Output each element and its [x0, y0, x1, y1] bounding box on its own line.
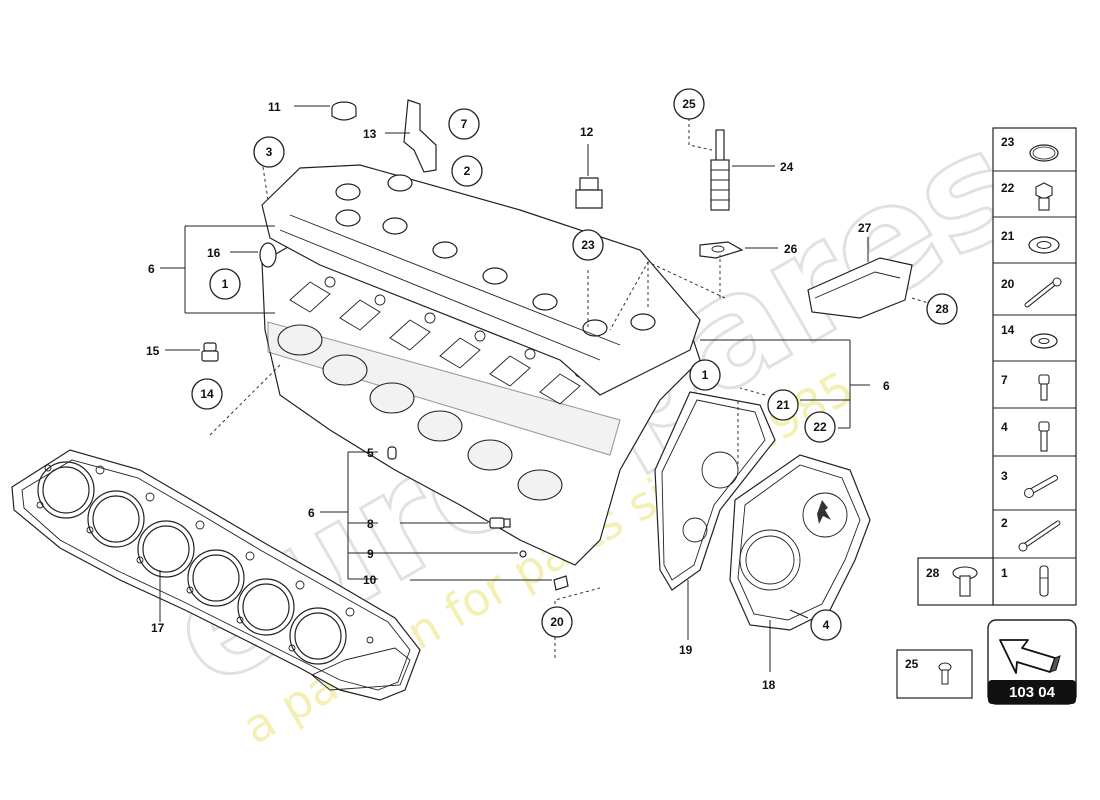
callout-1-left: 1: [209, 268, 241, 300]
flange-bolt-icon: [952, 566, 978, 597]
screw-plug: [575, 177, 603, 209]
legend-panel: 23 22 21 20 14 7 4 3 2 28 1: [917, 127, 1077, 606]
svg-text:14: 14: [200, 387, 214, 401]
label-16: 16: [207, 246, 221, 260]
washer-icon: [1028, 236, 1060, 254]
long-bolt-icon: [1024, 277, 1062, 308]
head-gasket: [11, 449, 421, 701]
bolt-8: [489, 517, 511, 529]
legend-label-14: 14: [1001, 323, 1015, 337]
plug-icon: [1035, 182, 1053, 211]
angled-bolt-icon: [1024, 475, 1058, 498]
legend-label-4: 4: [1001, 420, 1008, 434]
plug-10: [553, 575, 569, 591]
legend-label-2: 2: [1001, 516, 1008, 530]
label-13: 13: [363, 127, 377, 141]
callout-4: 4: [810, 609, 842, 641]
svg-text:3: 3: [266, 145, 273, 159]
svg-text:20: 20: [550, 615, 564, 629]
legend-label-22: 22: [1001, 181, 1015, 195]
label-15: 15: [146, 344, 160, 358]
label-12: 12: [580, 125, 594, 139]
legend-label-3: 3: [1001, 469, 1008, 483]
dowel-sleeve: [387, 446, 397, 460]
svg-text:25: 25: [682, 97, 696, 111]
svg-text:1: 1: [702, 368, 709, 382]
legend-label-1: 1: [1001, 566, 1008, 580]
svg-text:21: 21: [776, 398, 790, 412]
washer-small-icon: [1030, 333, 1058, 349]
short-screw-icon: [1038, 374, 1050, 401]
callout-21: 21: [767, 389, 799, 421]
callout-2: 2: [451, 155, 483, 187]
legend-extra-25: 25: [896, 649, 973, 699]
arrow-icon: [999, 639, 1061, 674]
legend-label-21: 21: [1001, 229, 1015, 243]
small-plug: [201, 342, 219, 362]
legend-label-23: 23: [1001, 135, 1015, 149]
page-reference: 103 04: [987, 619, 1077, 705]
camshaft-sensor: [710, 129, 730, 211]
callout-22: 22: [804, 411, 836, 443]
page-reference-label: 103 04: [1009, 684, 1056, 701]
callout-25: 25: [673, 88, 705, 120]
legend-label-28: 28: [926, 566, 940, 580]
small-screw-icon: [938, 662, 952, 685]
svg-text:28: 28: [935, 302, 949, 316]
label-8: 8: [367, 517, 374, 531]
svg-text:1: 1: [222, 277, 229, 291]
oil-cap: [331, 101, 357, 121]
label-10: 10: [363, 573, 377, 587]
svg-text:2: 2: [464, 164, 471, 178]
dowel-pin-icon: [1039, 565, 1049, 597]
label-18: 18: [762, 678, 776, 692]
timing-cover-inner: [654, 391, 776, 591]
leader-lines: [159, 105, 870, 672]
label-19: 19: [679, 643, 693, 657]
bracket: [403, 99, 437, 173]
label-27: 27: [858, 221, 872, 235]
svg-text:4: 4: [823, 618, 830, 632]
seal-ring: [259, 242, 277, 268]
label-6-top: 6: [148, 262, 155, 276]
part-labels: 11 13 12 24 16 6 26 27 15 6 5 6 8 9 10 1…: [146, 100, 890, 692]
svg-text:7: 7: [461, 117, 468, 131]
label-24: 24: [780, 160, 794, 174]
callout-1-right: 1: [689, 359, 721, 391]
svg-text:22: 22: [813, 420, 827, 434]
svg-text:23: 23: [581, 238, 595, 252]
stud-bolt-icon: [1018, 520, 1061, 552]
legend-label-20: 20: [1001, 277, 1015, 291]
label-26: 26: [784, 242, 798, 256]
label-5: 5: [367, 446, 374, 460]
label-6-right: 6: [883, 379, 890, 393]
callout-20: 20: [541, 606, 573, 638]
o-ring-icon: [1029, 144, 1059, 162]
callout-14: 14: [191, 378, 223, 410]
callout-28: 28: [926, 293, 958, 325]
label-11: 11: [268, 100, 281, 114]
label-6-mid: 6: [308, 506, 315, 520]
ball-9: [519, 550, 527, 558]
callout-7: 7: [448, 108, 480, 140]
label-9: 9: [367, 547, 374, 561]
heat-shield: [807, 257, 913, 319]
legend-label-7: 7: [1001, 373, 1008, 387]
callout-3: 3: [253, 136, 285, 168]
callout-23: 23: [572, 229, 604, 261]
timing-cover-outer: [729, 454, 871, 631]
screw-icon: [1038, 421, 1050, 452]
label-17: 17: [151, 621, 165, 635]
camshaft-housing: [261, 164, 701, 396]
holder-clamp: [699, 241, 744, 259]
legend-label-25: 25: [905, 657, 919, 671]
